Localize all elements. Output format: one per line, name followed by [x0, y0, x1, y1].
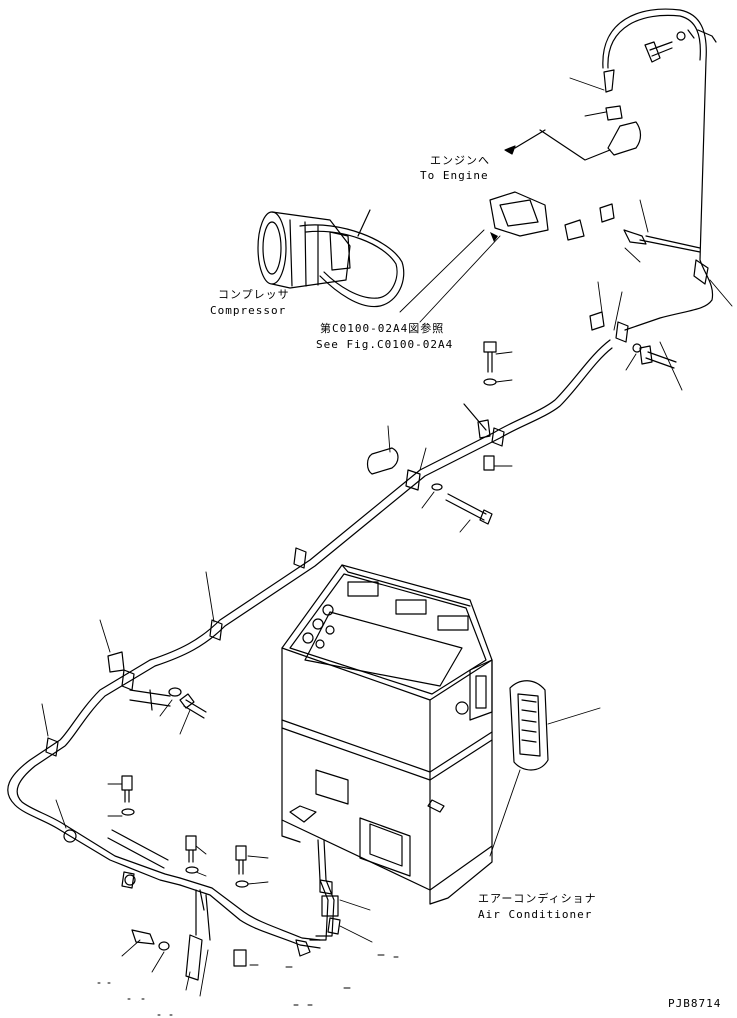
- drawing-code: PJB8714: [668, 997, 722, 1010]
- bolt-center: [446, 494, 492, 524]
- air-conditioner-label-en: Air Conditioner: [478, 908, 593, 921]
- pipe-hardware: [108, 312, 676, 980]
- bolt-mid: [484, 342, 496, 372]
- leader-lines: [42, 78, 732, 996]
- bolt-left: [180, 694, 206, 718]
- to-engine-label-en: To Engine: [420, 169, 489, 182]
- compressor-label-en: Compressor: [210, 304, 287, 317]
- compressor-label-jp: コンプレッサ: [218, 288, 290, 301]
- support-bracket-top: [490, 192, 548, 236]
- upper-hose-assembly: [490, 9, 716, 330]
- index-marks: [98, 955, 398, 1015]
- refrigerant-pipe: [8, 322, 628, 885]
- bolt-right: [640, 346, 676, 368]
- leader-pointers: [490, 232, 498, 242]
- spacer-mid: [368, 448, 399, 474]
- air-conditioner-unit: [282, 565, 548, 904]
- see-figure-label-jp: 第C0100-02A4図参照: [320, 322, 445, 335]
- air-outlet-grille: [510, 681, 548, 770]
- see-figure-label-en: See Fig.C0100-02A4: [316, 338, 454, 351]
- washer-top: [677, 32, 685, 40]
- bolt-top: [645, 42, 672, 62]
- washer-right: [633, 344, 641, 352]
- to-engine-label-jp: エンジンへ: [430, 154, 490, 167]
- compressor: [258, 210, 404, 307]
- air-conditioner-label-jp: エアーコンディショナ: [478, 892, 597, 905]
